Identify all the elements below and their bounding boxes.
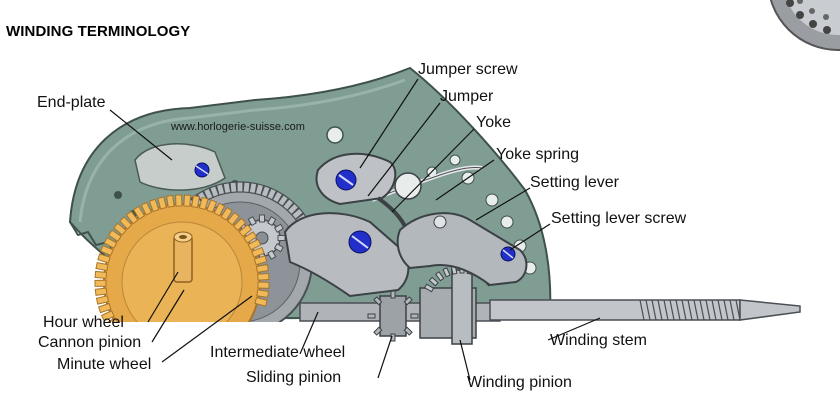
hour-wheel [94,194,270,361]
gear-tooth [257,272,270,281]
gear-tooth [236,181,244,193]
label-minute-wheel: Minute wheel [57,356,152,373]
gear-tooth [125,210,139,225]
stem-thread [705,299,711,321]
label-yoke-spring: Yoke spring [496,146,580,163]
label-winding-stem: Winding stem [550,332,647,349]
gear-tooth [257,281,270,289]
page-title: WINDING TERMINOLOGY [6,23,191,40]
stem-thread [723,299,729,321]
gear-tooth [97,253,111,264]
gear-tooth [166,194,175,208]
label-end-plate: End-plate [37,94,106,111]
gear-tooth [226,211,240,226]
stem-thread [699,299,705,321]
gear-tooth [232,217,247,232]
gear-tooth [267,249,277,260]
gear-tooth [373,296,383,306]
gear-tooth [390,290,396,299]
gear-tooth [103,236,118,249]
gear-tooth [373,326,383,336]
gear-tooth [94,270,108,279]
gear-tooth [191,195,200,209]
label-jumper: Jumper [440,88,494,105]
gear-tooth [95,295,110,305]
stem-thread [645,299,651,321]
gear-tooth [410,313,419,319]
setting-lever [396,212,528,287]
gear-tooth [253,255,268,266]
gear-tooth [254,296,268,307]
label-intermediate-wheel: Intermediate wheel [210,344,346,361]
stem-thread [693,299,699,321]
gear-tooth [132,205,146,220]
label-cannon-pinion: Cannon pinion [38,334,142,351]
gear-tooth [273,243,284,253]
stem-thread [669,299,675,321]
gear-tooth [403,326,413,336]
gear-tooth [99,244,114,257]
label-setting-lever-screw: Setting lever screw [551,210,687,227]
gear-tooth [157,196,168,210]
label-sliding-pinion: Sliding pinion [246,369,342,386]
gear-tooth [442,267,451,278]
stem-thread [657,299,663,321]
gear-tooth [255,264,269,273]
gear-tooth [213,202,226,217]
gear-tooth [267,216,277,227]
label-setting-lever: Setting lever [530,174,619,191]
gear-tooth [220,206,233,221]
gear-tooth [423,283,435,293]
gear-tooth [183,194,192,207]
gear-tooth [259,214,265,223]
gear-tooth [256,289,270,298]
stem-thread [675,299,681,321]
gear-tooth [140,201,153,216]
stem-thread [651,299,657,321]
gear-tooth [428,276,439,287]
stem-thread [687,299,693,321]
gear-tooth [243,231,258,244]
gear-tooth [175,194,183,207]
gear-tooth [119,216,133,230]
gear-tooth [94,287,108,296]
gear-tooth [229,181,238,194]
gear-tooth [247,216,257,227]
gear-tooth [238,224,253,238]
gear-tooth [277,235,286,241]
stem-thread [717,299,723,321]
stem-thread [663,299,669,321]
gear-tooth [206,199,218,213]
gear-tooth [367,313,376,319]
stem-thread [681,299,687,321]
label-hour-wheel: Hour wheel [43,314,124,331]
corner-dial-fragment [769,0,840,51]
yoke [283,212,410,298]
leader-lines [109,78,601,381]
gear-tooth [113,222,127,236]
stem-thread [711,299,717,321]
label-winding-pinion: Winding pinion [467,374,572,391]
sliding-pinion [367,290,419,342]
gear-tooth [107,229,122,243]
label-yoke: Yoke [476,114,511,131]
gear-tooth [247,238,262,251]
gear-tooth [273,223,284,233]
watermark-url: www.horlogerie-suisse.com [171,121,305,133]
gear-tooth [198,196,209,211]
gear-tooth [434,271,445,282]
gear-tooth [251,246,265,258]
stem-thread [639,299,645,321]
gear-tooth [100,310,115,322]
gear-tooth [94,279,107,287]
gear-tooth [95,262,109,272]
stem-thread [729,299,735,321]
label-jumper-screw: Jumper screw [418,61,518,78]
gear-tooth [97,302,112,314]
gear-tooth [403,296,413,306]
gear-tooth [148,198,160,213]
